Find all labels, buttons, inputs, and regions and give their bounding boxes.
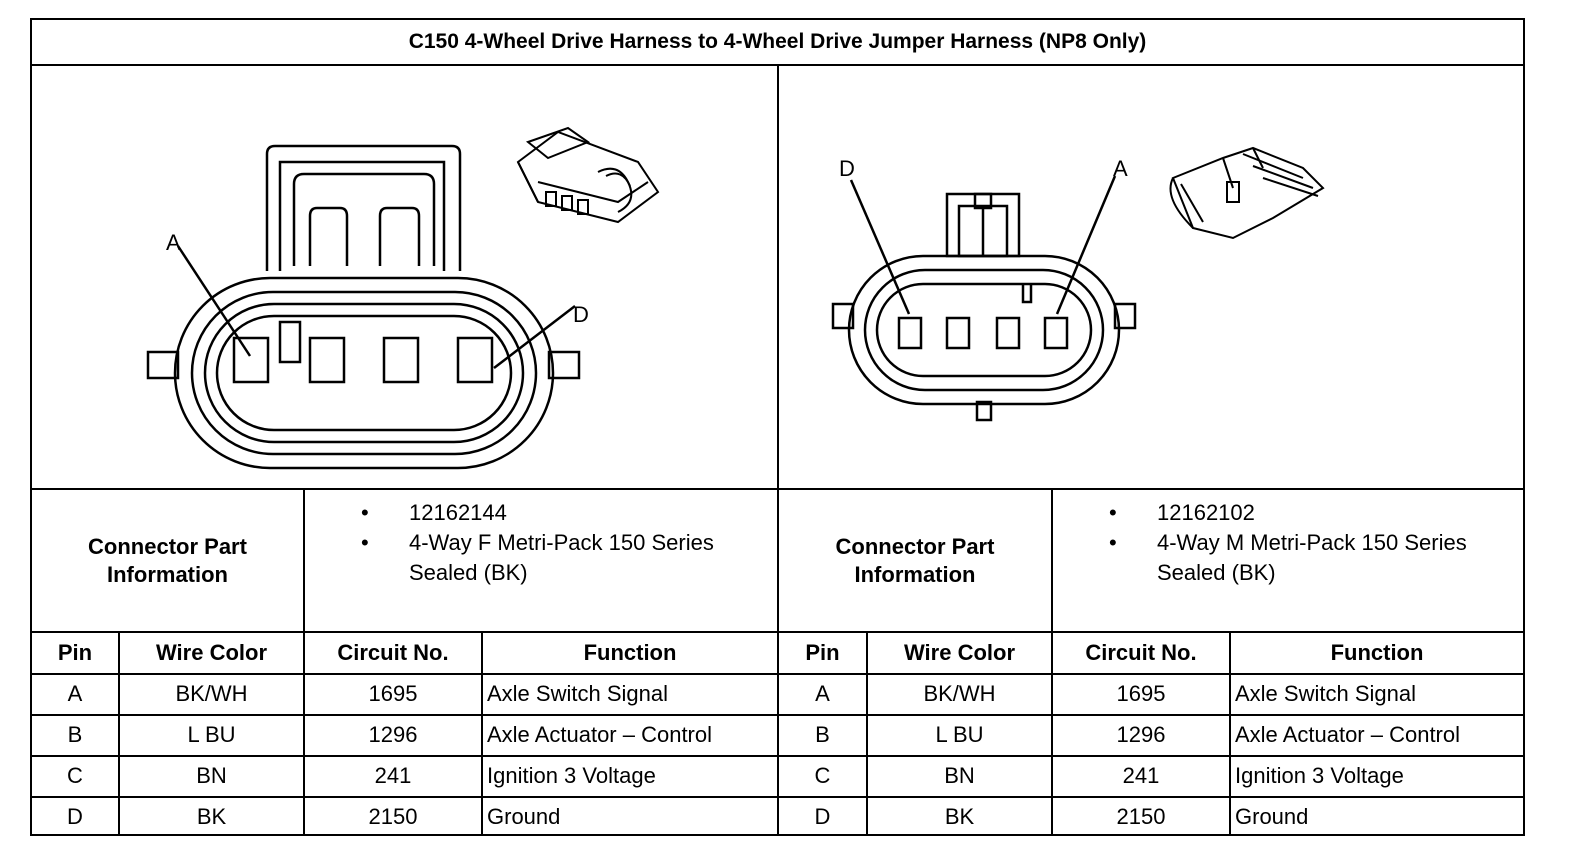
divider (32, 714, 1523, 716)
divider (118, 631, 120, 834)
cell-circuit: 1296 (1116, 722, 1166, 747)
part-info-list: 12162102 4-Way M Metri-Pack 150 Series S… (1109, 498, 1519, 588)
column-header-circuit: Circuit No. (337, 640, 449, 665)
divider (32, 673, 1523, 675)
female-connector-drawing: A D (146, 126, 660, 470)
cell-wire-color: BN (196, 763, 227, 788)
divider (481, 631, 483, 834)
cell-pin: C (67, 763, 83, 788)
column-header-pin: Pin (805, 640, 840, 665)
cell-wire-color: L BU (187, 722, 236, 747)
column-header-wire-color: Wire Color (155, 640, 268, 665)
column-header-function: Function (1330, 640, 1424, 665)
pin-label-a: A (1113, 156, 1128, 181)
divider (32, 755, 1523, 757)
cell-pin: D (814, 804, 831, 829)
cell-wire-color: BK/WH (923, 681, 996, 706)
cell-wire-color: L BU (935, 722, 984, 747)
part-number: 12162102 (1109, 498, 1519, 528)
cell-circuit: 1695 (368, 681, 418, 706)
cell-pin: B (67, 722, 83, 747)
cell-function: Ground (487, 804, 561, 829)
pin-label-a: A (166, 230, 181, 255)
cell-circuit: 1695 (1116, 681, 1166, 706)
part-description: 4-Way M Metri-Pack 150 Series Sealed (BK… (1109, 528, 1519, 588)
connector-thumbnail-icon (1169, 146, 1325, 240)
divider (32, 631, 1523, 633)
cell-function: Axle Switch Signal (1235, 681, 1416, 706)
cell-circuit: 241 (374, 763, 412, 788)
male-connector-drawing: D A (831, 146, 1325, 422)
cell-pin: A (67, 681, 83, 706)
column-header-function: Function (583, 640, 677, 665)
cell-pin: B (815, 722, 830, 747)
cell-circuit: 2150 (368, 804, 418, 829)
connector-thumbnail-icon (516, 126, 660, 224)
page-title: C150 4-Wheel Drive Harness to 4-Wheel Dr… (408, 30, 1147, 53)
cell-circuit: 2150 (1116, 804, 1166, 829)
divider (1229, 631, 1231, 834)
pin-label-d: D (573, 302, 589, 327)
part-info-list: 12162144 4-Way F Metri-Pack 150 Series S… (361, 498, 771, 588)
divider (1051, 488, 1053, 834)
divider (32, 796, 1523, 798)
cell-pin: D (67, 804, 83, 829)
cell-wire-color: BN (944, 763, 975, 788)
cell-wire-color: BK/WH (175, 681, 248, 706)
divider (866, 631, 868, 834)
cell-function: Ignition 3 Voltage (1235, 763, 1404, 788)
column-header-pin: Pin (57, 640, 93, 665)
pinout-frame: C150 4-Wheel Drive Harness to 4-Wheel Dr… (30, 18, 1525, 836)
part-description: 4-Way F Metri-Pack 150 Series Sealed (BK… (361, 528, 771, 588)
cell-pin: C (814, 763, 831, 788)
cell-circuit: 241 (1122, 763, 1160, 788)
column-header-circuit: Circuit No. (1085, 640, 1197, 665)
cell-pin: A (815, 681, 830, 706)
column-header-wire-color: Wire Color (903, 640, 1016, 665)
cell-function: Axle Actuator – Control (487, 722, 713, 747)
cell-function: Ignition 3 Voltage (487, 763, 656, 788)
divider (303, 488, 305, 834)
cell-circuit: 1296 (368, 722, 418, 747)
part-info-label: Connector Part Information (835, 533, 995, 587)
cell-wire-color: BK (196, 804, 227, 829)
divider (777, 64, 779, 834)
cell-wire-color: BK (944, 804, 975, 829)
divider (32, 488, 1523, 490)
cell-function: Axle Switch Signal (487, 681, 668, 706)
part-number: 12162144 (361, 498, 771, 528)
cell-function: Ground (1235, 804, 1309, 829)
pin-label-d: D (839, 156, 855, 181)
part-info-label: Connector Part Information (88, 533, 247, 587)
cell-function: Axle Actuator – Control (1235, 722, 1461, 747)
